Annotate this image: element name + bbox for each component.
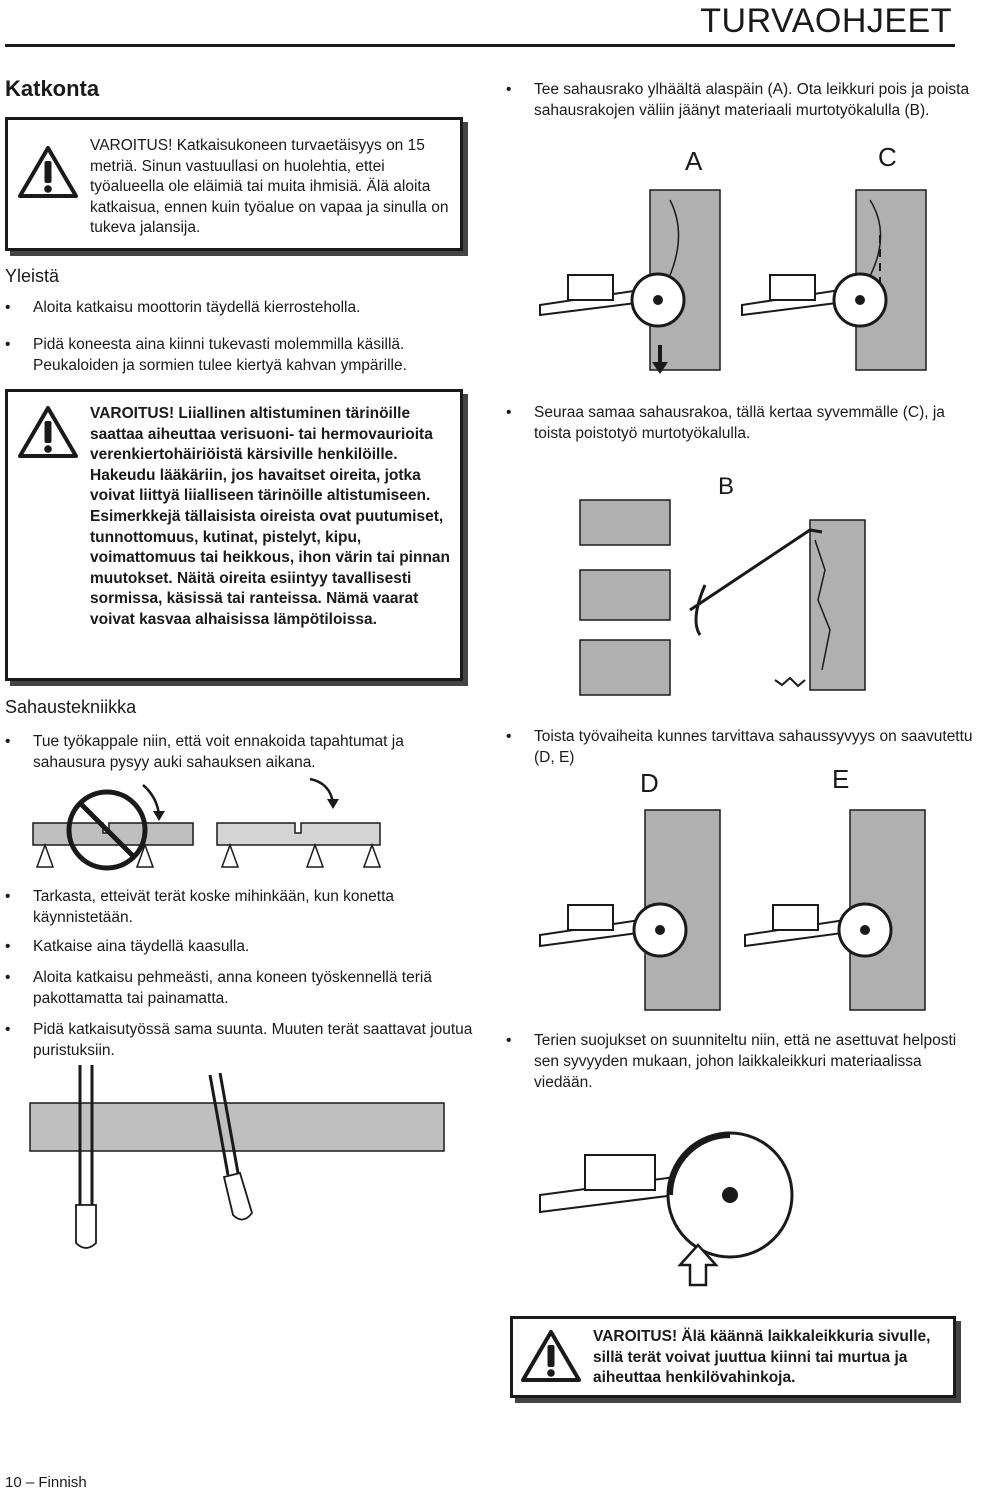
list-item: Tee sahausrako ylhäältä alaspäin (A). Ot…: [506, 79, 982, 121]
list-item: Aloita katkaisu moottorin täydellä kierr…: [5, 297, 478, 318]
list-item: Seuraa samaa sahausrakoa, tällä kertaa s…: [506, 402, 982, 444]
list-item: Tarkasta, etteivät terät koske mihinkään…: [5, 886, 478, 928]
list-item: Pidä katkaisutyössä sama suunta. Muuten …: [5, 1019, 478, 1061]
list-item: Pidä koneesta aina kiinni tukevasti mole…: [5, 334, 478, 376]
breaking-tool-figure-b: B: [579, 473, 866, 696]
list-item: Toista työvaiheita kunnes tarvittava sah…: [506, 726, 982, 768]
page-footer: 10 – Finnish: [5, 1474, 87, 1491]
warning-label: VAROITUS!: [593, 1328, 678, 1345]
warning-triangle-icon: [18, 406, 78, 458]
blade-direction-illustration: [29, 1065, 445, 1249]
support-illustration: [32, 777, 382, 871]
figure-label-b: B: [718, 473, 734, 500]
cutting-figure-a-c: A C: [539, 142, 927, 374]
blade-guard-figure: [539, 1131, 794, 1287]
list-item: Tue työkappale niin, että voit ennakoida…: [5, 731, 478, 773]
warning-text: VAROITUS! Älä käännä laikkaleikkuria siv…: [593, 1328, 931, 1387]
title-divider: [5, 44, 955, 47]
warning-text: VAROITUS! Liiallinen altistuminen tärinö…: [90, 405, 450, 628]
warning-text: VAROITUS! Katkaisukoneen turvaetäisyys o…: [90, 137, 449, 237]
figure-label-d: D: [640, 768, 659, 798]
page-number: 10: [5, 1474, 22, 1491]
list-item: Katkaise aina täydellä kaasulla.: [5, 936, 478, 957]
technique-heading: Sahaustekniikka: [5, 697, 137, 717]
page-title: TURVAOHJEET: [700, 2, 952, 40]
general-heading: Yleistä: [5, 266, 60, 286]
footer-separator: –: [25, 1474, 35, 1491]
cutting-figure-d-e: D E: [539, 764, 926, 1011]
prohibited-icon: [66, 789, 148, 871]
figure-label-c: C: [878, 142, 897, 172]
warning-triangle-icon: [521, 1330, 581, 1382]
section-title: Katkonta: [5, 76, 100, 101]
list-item: Aloita katkaisu pehmeästi, anna koneen t…: [5, 967, 478, 1009]
warning-box-blade: VAROITUS! Älä käännä laikkaleikkuria siv…: [510, 1316, 956, 1398]
figure-label-e: E: [832, 764, 849, 794]
warning-box-distance: VAROITUS! Katkaisukoneen turvaetäisyys o…: [5, 117, 463, 251]
warning-label: VAROITUS!: [90, 137, 173, 154]
figure-label-a: A: [685, 146, 703, 176]
down-arrow-icon: [652, 345, 668, 374]
warning-triangle-icon: [18, 146, 78, 198]
up-arrow-icon: [677, 1243, 719, 1287]
footer-language: Finnish: [38, 1474, 87, 1491]
list-item: Terien suojukset on suunniteltu niin, et…: [506, 1030, 982, 1093]
warning-label: VAROITUS!: [90, 405, 175, 422]
warning-box-vibration: VAROITUS! Liiallinen altistuminen tärinö…: [5, 389, 463, 681]
